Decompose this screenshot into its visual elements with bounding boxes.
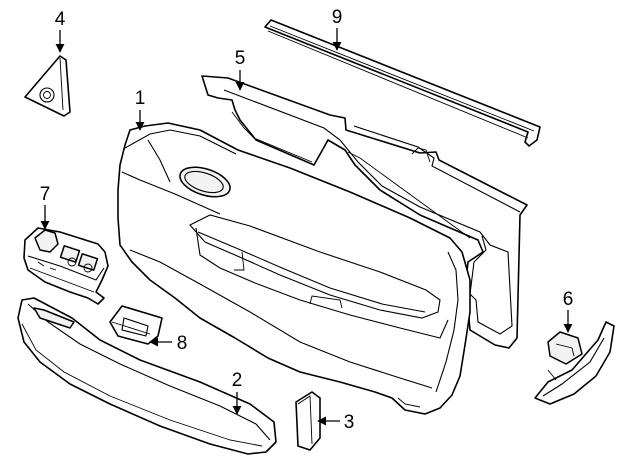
callout-5-label: 5: [235, 48, 246, 69]
callout-9: 9: [332, 7, 343, 51]
callout-3-label: 3: [344, 412, 355, 433]
callout-1: 1: [135, 88, 146, 131]
callout-5: 5: [235, 48, 246, 91]
part-8-switch: [109, 305, 163, 345]
callout-3: 3: [317, 412, 355, 433]
callout-9-label: 9: [332, 7, 343, 28]
part-3-trim-piece: [295, 391, 321, 451]
callout-6: 6: [563, 289, 574, 333]
part-1-door-trim-panel: [117, 122, 471, 415]
part-6-mirror-switch: [534, 321, 615, 405]
part-2-armrest: [17, 297, 277, 455]
callout-1-label: 1: [135, 88, 146, 109]
callout-4: 4: [55, 9, 66, 53]
part-9-belt-weatherstrip: [264, 19, 541, 147]
callout-4-label: 4: [55, 9, 66, 30]
callout-2-label: 2: [232, 370, 243, 391]
callout-6-label: 6: [563, 289, 574, 310]
callout-8: 8: [149, 333, 188, 354]
callout-8-label: 8: [177, 333, 188, 354]
part-4-mirror-trim: [24, 55, 71, 117]
callout-7-label: 7: [40, 184, 51, 205]
callout-7: 7: [40, 184, 51, 230]
callout-2: 2: [232, 370, 243, 415]
part-7-window-switch: [23, 227, 109, 305]
